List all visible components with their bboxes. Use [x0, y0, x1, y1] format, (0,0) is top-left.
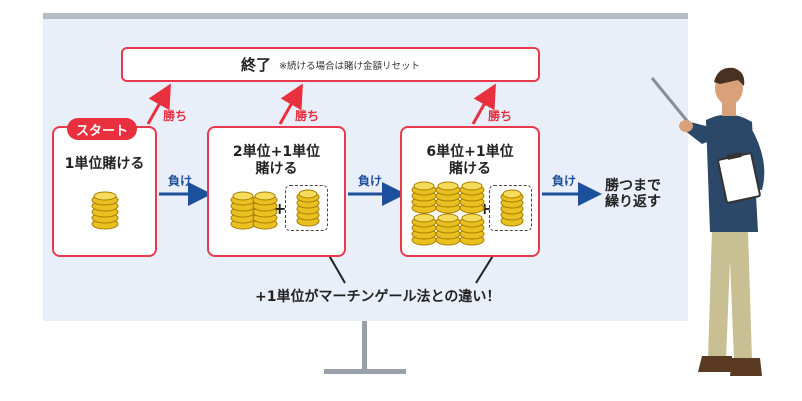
- caption-text: +1単位がマーチンゲール法との違い！: [255, 289, 501, 305]
- presenter-figure-icon: [650, 67, 765, 376]
- coin-stack-extra-icon-2: [500, 189, 524, 227]
- coin-stacks-2units-icon: [230, 191, 278, 230]
- coin-stack-icon: [91, 191, 119, 230]
- lose-label-2: 負け: [358, 174, 383, 188]
- step-box-2: 2単位+1単位 賭ける: [207, 126, 346, 257]
- coin-stack-extra-icon: [296, 189, 320, 227]
- repeat-line2: 繰り返す: [605, 194, 661, 210]
- win-arrow-3: [471, 83, 496, 125]
- step-box-1: 1単位賭ける: [52, 126, 157, 257]
- step-2-line2: 賭ける: [255, 161, 298, 177]
- step-2-line1: 2単位+1単位: [232, 144, 321, 160]
- win-arrow-1: [146, 83, 171, 125]
- end-box: 終了 ※続ける場合は賭け金額リセット: [121, 47, 540, 82]
- coin-stacks-6units-icon: [411, 181, 485, 246]
- board-stand-base: [324, 369, 406, 374]
- step-3-line1: 6単位+1単位: [426, 144, 514, 160]
- board-stand-pole: [362, 321, 367, 371]
- lose-label-1: 負け: [168, 174, 193, 188]
- extra-unit-frame-2: [489, 185, 532, 231]
- repeat-line1: 勝つまで: [605, 178, 661, 194]
- repeat-text: 勝つまで 繰り返す: [605, 178, 661, 210]
- coin-stack-icon: [91, 191, 119, 230]
- win-label-2: 勝ち: [295, 109, 320, 123]
- board-frame-top: [43, 13, 688, 19]
- win-arrow-2: [278, 83, 303, 125]
- win-label-1: 勝ち: [163, 109, 188, 123]
- start-badge: スタート: [67, 118, 137, 140]
- step-3-line2: 賭ける: [449, 161, 491, 177]
- extra-unit-frame-1: [285, 185, 328, 231]
- end-note: ※続ける場合は賭け金額リセット: [279, 60, 420, 72]
- win-label-3: 勝ち: [488, 109, 513, 123]
- end-title: 終了: [241, 56, 272, 74]
- step-1-text: 1単位賭ける: [64, 156, 145, 172]
- lose-label-3: 負け: [552, 174, 577, 188]
